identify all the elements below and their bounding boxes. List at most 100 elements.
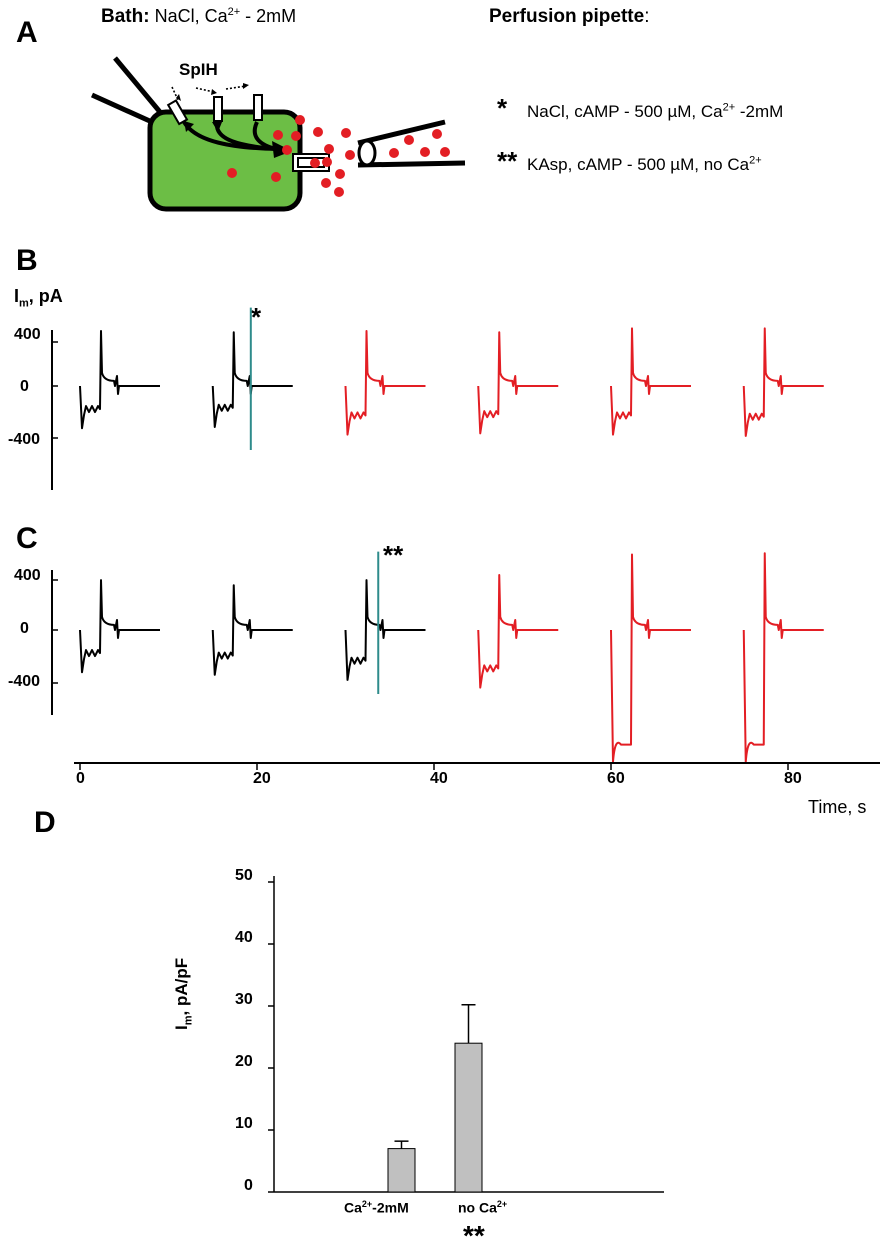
d-bars <box>387 1004 483 1193</box>
c-sweep-5 <box>610 553 691 763</box>
patch-pipette-lower <box>90 92 154 125</box>
condition-2-mark: ** <box>497 146 518 176</box>
signal-arrowhead-small-2 <box>212 122 222 132</box>
c-sweeps <box>79 551 824 763</box>
d-ytick-20: 20 <box>235 1053 253 1070</box>
d-ytick-10: 10 <box>235 1115 253 1132</box>
condition-1-text: NaCl, cAMP - 500 µM, Ca <box>527 102 723 121</box>
c-ytick-minus400: -400 <box>8 673 41 690</box>
c-xtick-80: 80 <box>784 770 802 787</box>
d-ytick-marks <box>268 881 274 1193</box>
dotted-arrowhead-3 <box>243 83 249 89</box>
panel-b-letter: B <box>16 244 38 277</box>
c-sweep-2 <box>211 584 293 676</box>
channel-top-3 <box>253 94 263 121</box>
ca-dot <box>334 187 344 197</box>
d-cat1-sup: 2+ <box>361 1199 373 1209</box>
ca-dot <box>273 130 283 140</box>
ca-dot <box>404 135 414 145</box>
perfusion-title: Perfusion pipette: <box>489 6 649 28</box>
b-ytick-0: 0 <box>20 378 29 395</box>
panel-c-letter: C <box>16 522 38 555</box>
panel-b-ylabel: Im, pA <box>14 286 63 310</box>
ca-dot <box>321 178 331 188</box>
bath-sup: 2+ <box>227 6 241 18</box>
ylabel-main: I <box>14 286 20 306</box>
d-cat1-main: Ca <box>344 1199 362 1216</box>
b-perfusion-marker: * <box>251 302 262 332</box>
patch-pipette-upper <box>113 56 167 120</box>
bath-label: Bath: NaCl, Ca2+ - 2mM <box>101 6 296 28</box>
ca-dot <box>420 147 430 157</box>
d-category-2: no Ca2+ <box>458 1199 507 1216</box>
channel-top-2 <box>213 96 223 122</box>
d-ytick-50: 50 <box>235 867 253 884</box>
dotted-arrow-3 <box>225 85 247 90</box>
d-ytick-0: 0 <box>244 1177 253 1194</box>
perfusion-title-text: Perfusion pipette <box>489 6 645 27</box>
c-sweep-4 <box>477 573 559 689</box>
condition-1: * NaCl, cAMP - 500 µM, Ca2+ -2mM <box>497 93 783 124</box>
signal-arrow-3 <box>252 121 277 151</box>
d-category-1: Ca2+-2mM <box>344 1199 409 1216</box>
d-bar-1 <box>387 1148 416 1193</box>
cell-body <box>147 109 303 212</box>
ca-dot <box>310 158 320 168</box>
c-sweep-1 <box>79 579 160 674</box>
panel-d-letter: D <box>34 806 56 839</box>
perfusion-pipette-tip <box>357 139 377 167</box>
dotted-arrow-2 <box>195 87 215 93</box>
ca-dot <box>313 127 323 137</box>
ca-dot <box>341 128 351 138</box>
ca-dot <box>440 147 450 157</box>
b-sweep-6 <box>742 327 824 437</box>
bath-text: NaCl, Ca <box>154 6 228 26</box>
dotted-arrowhead-1 <box>176 94 181 101</box>
condition-1-suffix: -2mM <box>735 102 784 121</box>
signal-arrowhead <box>272 141 292 158</box>
b-sweep-3 <box>344 329 426 436</box>
ca-dot <box>432 129 442 139</box>
cell-diagram <box>90 56 466 212</box>
d-significance: ** <box>463 1220 485 1251</box>
d-ytick-40: 40 <box>235 929 253 946</box>
ca-dot <box>291 131 301 141</box>
b-sweep-2 <box>211 331 293 428</box>
panel-a-letter: A <box>16 16 38 49</box>
d-cat2-main: no Ca <box>458 1199 497 1216</box>
d-cat2-sup: 2+ <box>496 1199 508 1209</box>
c-sweep-3 <box>344 579 426 681</box>
dotted-arrowhead-2 <box>211 89 217 95</box>
d-bar-2 <box>454 1042 483 1193</box>
channel-top-1 <box>166 99 189 126</box>
ca-dot <box>227 168 237 178</box>
perfusion-colon: : <box>644 6 650 27</box>
c-ytick-0: 0 <box>20 620 29 637</box>
condition-1-sup: 2+ <box>722 101 736 114</box>
d-ytick-30: 30 <box>235 991 253 1008</box>
ca-dot <box>324 144 334 154</box>
ca-dot <box>271 172 281 182</box>
b-ytick-400: 400 <box>14 326 41 343</box>
ca-dot <box>282 145 292 155</box>
d-cat1-suffix: -2mM <box>372 1199 409 1216</box>
ylabel-unit: , pA <box>28 286 63 306</box>
c-xtick-marks <box>79 763 789 770</box>
ca-dot <box>389 148 399 158</box>
c-xtick-40: 40 <box>430 770 448 787</box>
perfusion-pipette-upper <box>357 119 446 146</box>
c-xtick-0: 0 <box>76 770 85 787</box>
condition-2-text: KAsp, cAMP - 500 µM, no Ca <box>527 155 750 174</box>
c-xtick-60: 60 <box>607 770 625 787</box>
b-ytick-minus400: -400 <box>8 431 41 448</box>
ca-dot <box>345 150 355 160</box>
calcium-dots <box>227 115 450 197</box>
condition-2-sup: 2+ <box>749 154 762 167</box>
condition-2: ** KAsp, cAMP - 500 µM, no Ca2+ <box>497 146 762 177</box>
condition-1-mark: * <box>497 93 508 123</box>
ylabel-sub: m <box>19 297 29 310</box>
c-perfusion-marker: ** <box>383 540 404 570</box>
b-sweep-4 <box>477 331 559 435</box>
c-xtick-20: 20 <box>253 770 271 787</box>
b-sweep-1 <box>79 329 160 430</box>
